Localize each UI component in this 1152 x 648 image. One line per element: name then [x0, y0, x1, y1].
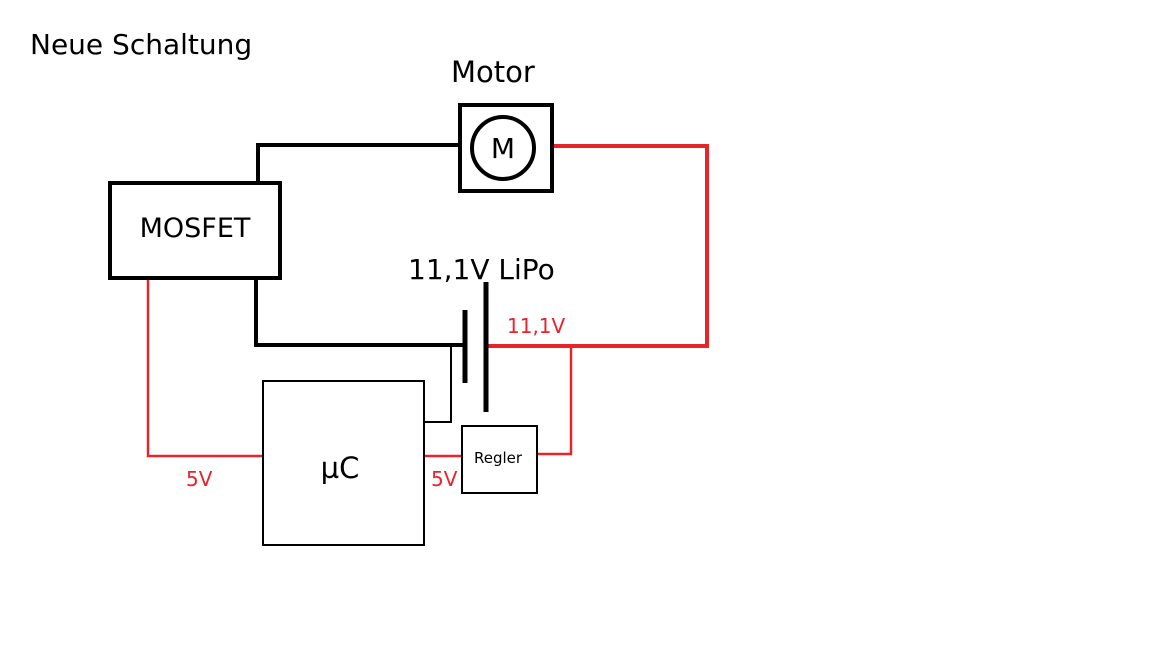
mcu-voltage-label: 5V	[186, 467, 213, 491]
wire-motor-battery-positive	[486, 144, 709, 348]
regulator-box	[461, 425, 538, 494]
mosfet-box	[108, 181, 282, 280]
wire-mosfet-motor	[256, 143, 460, 183]
red-wires-main	[486, 144, 709, 348]
wire-mosfet-mcu	[146, 280, 263, 458]
wire-battery-regulator	[537, 346, 573, 456]
battery-voltage-label: 11,1V	[507, 314, 566, 338]
motor-label: Motor	[451, 55, 535, 89]
wire-mosfet-battery	[254, 278, 464, 347]
motor-symbol: M	[491, 132, 515, 165]
battery-symbol	[462, 282, 489, 412]
red-wires-supply	[146, 280, 573, 458]
black-wires	[254, 143, 464, 347]
wire-mcu-battery	[424, 345, 452, 423]
mcu-box	[262, 380, 425, 546]
motor-box	[458, 103, 554, 193]
mcu-label: µC	[321, 451, 360, 485]
mosfet-label: MOSFET	[140, 213, 251, 244]
regulator-label: Regler	[474, 449, 523, 467]
battery-label: 11,1V LiPo	[408, 253, 555, 286]
diagram-title: Neue Schaltung	[30, 28, 252, 61]
regulator-voltage-label: 5V	[431, 467, 458, 491]
motor-symbol-circle	[470, 115, 536, 181]
